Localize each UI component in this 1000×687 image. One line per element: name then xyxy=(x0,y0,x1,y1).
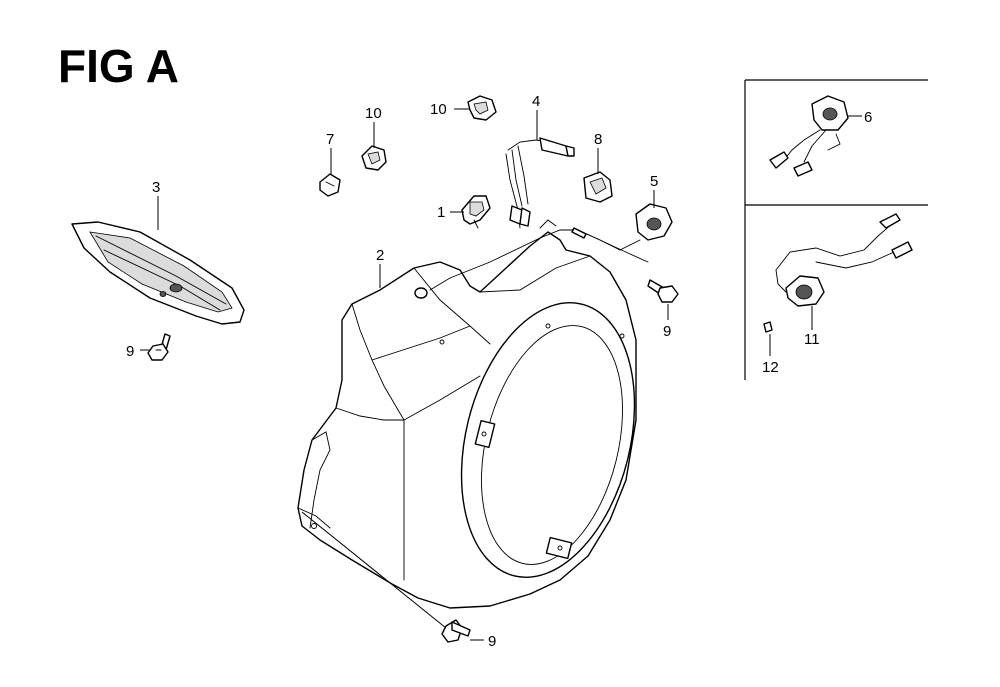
callout-4: 4 xyxy=(532,93,540,110)
callout-1: 1 xyxy=(437,204,445,221)
inset-switch-part xyxy=(769,95,849,177)
bolt-part-bottom xyxy=(441,619,471,643)
callout-9-left: 9 xyxy=(126,343,134,360)
cover-plate-part xyxy=(71,221,245,325)
callout-5: 5 xyxy=(650,173,658,190)
figure-title: FIG A xyxy=(58,40,179,92)
clamp-part-left xyxy=(361,145,387,171)
leader-lines xyxy=(140,108,862,641)
callout-7: 7 xyxy=(326,131,334,148)
bolt-part-right xyxy=(647,279,679,303)
callout-2: 2 xyxy=(376,247,384,264)
callout-3: 3 xyxy=(152,179,160,196)
fan-shroud-part xyxy=(297,219,649,609)
callout-9-right: 9 xyxy=(663,323,671,340)
callout-8: 8 xyxy=(594,131,602,148)
clamp-part-upper xyxy=(467,95,497,121)
inset-frame xyxy=(744,79,928,380)
callout-6: 6 xyxy=(864,109,872,126)
grommet-part xyxy=(583,171,613,203)
inset-sensor-part xyxy=(763,213,913,333)
callout-12: 12 xyxy=(762,359,779,376)
bolt-part-left xyxy=(147,333,171,361)
callout-9-bottom: 9 xyxy=(488,633,496,650)
wire-harness-part xyxy=(505,137,575,229)
wire-clamp-part xyxy=(461,195,491,229)
callout-10-top: 10 xyxy=(430,101,447,118)
sensor-part xyxy=(571,203,673,251)
callouts: 3 9 2 4 8 5 1 7 10 10 9 9 6 11 12 xyxy=(126,93,872,650)
callout-11: 11 xyxy=(804,331,820,348)
small-clip-part xyxy=(319,173,341,197)
callout-10-left: 10 xyxy=(365,105,382,122)
